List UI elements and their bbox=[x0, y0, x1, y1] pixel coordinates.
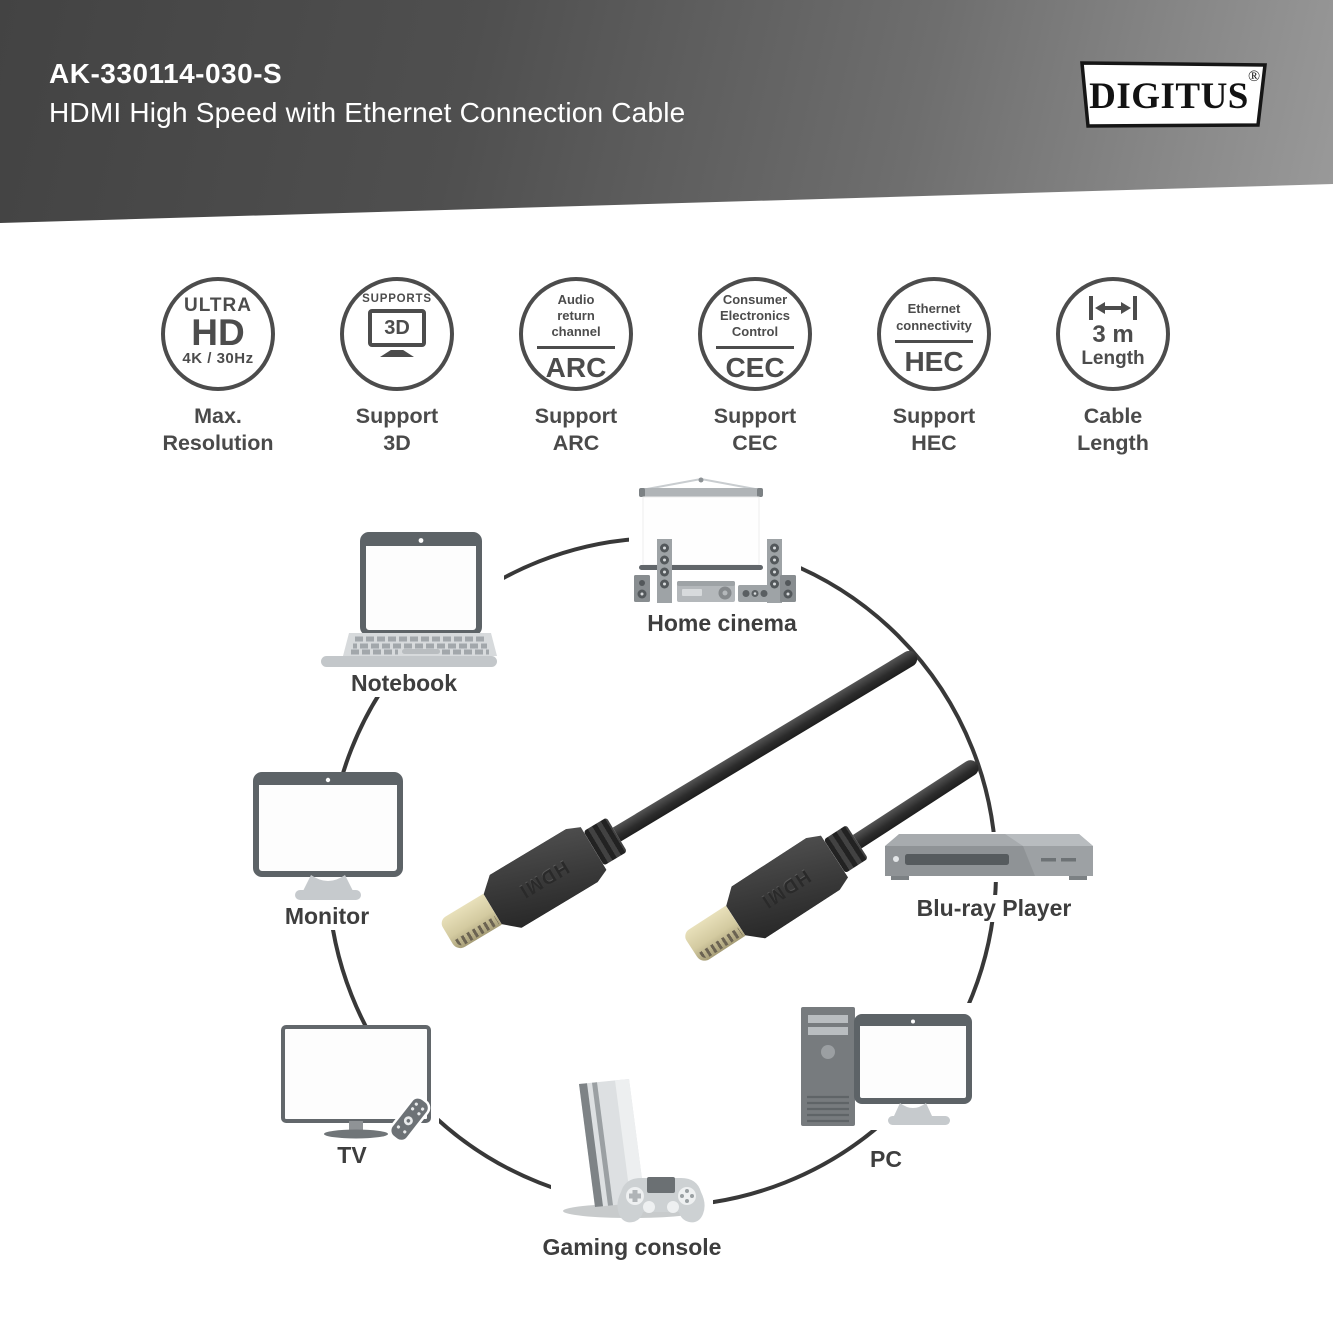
feature-label: Support ARC bbox=[534, 404, 618, 455]
feature-cable-length: 3 m Length Cable Length bbox=[1028, 277, 1198, 457]
feature-support-hec: Ethernet connectivity HEC Support HEC bbox=[849, 277, 1019, 457]
arc-badge-icon: Audio return channel ARC bbox=[519, 277, 633, 391]
brand-name: DIGITUS bbox=[1089, 76, 1249, 117]
feature-label: Support 3D bbox=[355, 404, 439, 455]
feature-label: Cable Length bbox=[1077, 404, 1149, 455]
tv-label: TV bbox=[329, 1142, 375, 1169]
bluray-player-icon bbox=[885, 834, 1093, 880]
bluray-label: Blu-ray Player bbox=[908, 895, 1080, 922]
monitor-icon bbox=[253, 772, 403, 900]
product-name: HDMI High Speed with Ethernet Connection… bbox=[49, 97, 686, 128]
feature-support-3d: SUPPORTS 3D Support 3D bbox=[312, 277, 482, 457]
digitus-logo: DIGITUS ® bbox=[1080, 61, 1267, 128]
home-cinema-label: Home cinema bbox=[639, 610, 805, 637]
registered-mark-icon: ® bbox=[1248, 68, 1260, 85]
product-code: AK-330114-030-S bbox=[49, 58, 283, 89]
home-cinema-illustration bbox=[629, 477, 801, 613]
bluray-illustration bbox=[883, 832, 1095, 882]
feature-label: Support HEC bbox=[892, 404, 976, 455]
logo-frame bbox=[1080, 61, 1267, 128]
notebook-label: Notebook bbox=[342, 670, 466, 697]
hec-badge-icon: Ethernet connectivity HEC bbox=[877, 277, 991, 391]
pc-illustration bbox=[797, 1003, 972, 1130]
feature-support-arc: Audio return channel ARC Support ARC bbox=[491, 277, 661, 457]
pc-icon bbox=[801, 1007, 972, 1126]
3d-tv-icon: 3D bbox=[368, 309, 426, 347]
badge-divider bbox=[537, 346, 615, 349]
pc-label: PC bbox=[862, 1146, 910, 1173]
monitor-illustration bbox=[253, 772, 403, 905]
game-controller-icon bbox=[617, 1177, 705, 1223]
tv-icon bbox=[281, 1025, 431, 1143]
3d-badge-icon: SUPPORTS 3D bbox=[340, 277, 454, 391]
hdmi-embossed-text: HDMI bbox=[756, 865, 814, 913]
feature-support-cec: Consumer Electronics Control CEC Support… bbox=[670, 277, 840, 457]
home-cinema-icon bbox=[634, 477, 796, 603]
notebook-icon bbox=[321, 532, 497, 667]
remote-control-icon bbox=[388, 1096, 431, 1143]
gaming-console-label: Gaming console bbox=[534, 1234, 730, 1261]
feature-max-resolution: ULTRA HD 4K / 30Hz Max. Resolution bbox=[133, 277, 303, 457]
gaming-console-icon bbox=[563, 1079, 705, 1223]
gaming-console-illustration bbox=[551, 1074, 713, 1237]
badge-divider bbox=[895, 340, 973, 343]
length-badge-icon: 3 m Length bbox=[1056, 277, 1170, 391]
tv-stand-icon bbox=[380, 350, 414, 357]
feature-label: Support CEC bbox=[713, 404, 797, 455]
tv-illustration bbox=[281, 1025, 439, 1143]
hdmi-embossed-text: HDMI bbox=[514, 856, 573, 903]
ultra-hd-badge-icon: ULTRA HD 4K / 30Hz bbox=[161, 277, 275, 391]
cec-badge-icon: Consumer Electronics Control CEC bbox=[698, 277, 812, 391]
monitor-label: Monitor bbox=[276, 903, 378, 930]
length-arrow-icon bbox=[1089, 296, 1137, 320]
notebook-illustration bbox=[314, 532, 504, 677]
feature-label: Max. Resolution bbox=[162, 404, 274, 455]
badge-divider bbox=[716, 346, 794, 349]
